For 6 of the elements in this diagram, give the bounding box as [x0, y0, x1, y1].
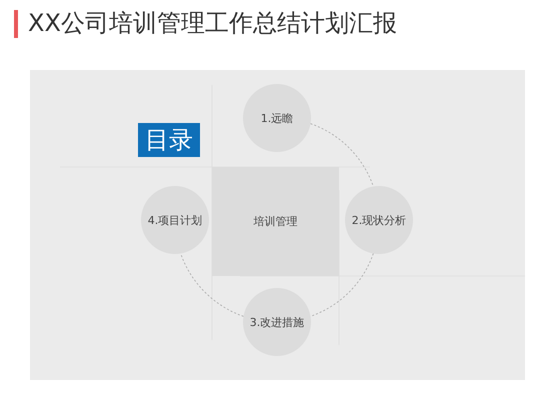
dashed-arc: [310, 253, 374, 317]
title-box: 目录: [138, 123, 200, 157]
dashed-arc: [310, 123, 374, 187]
dashed-arc: [180, 253, 244, 317]
center-box: 培训管理: [212, 167, 339, 276]
title: XX公司培训管理工作总结计划汇报: [28, 8, 397, 39]
